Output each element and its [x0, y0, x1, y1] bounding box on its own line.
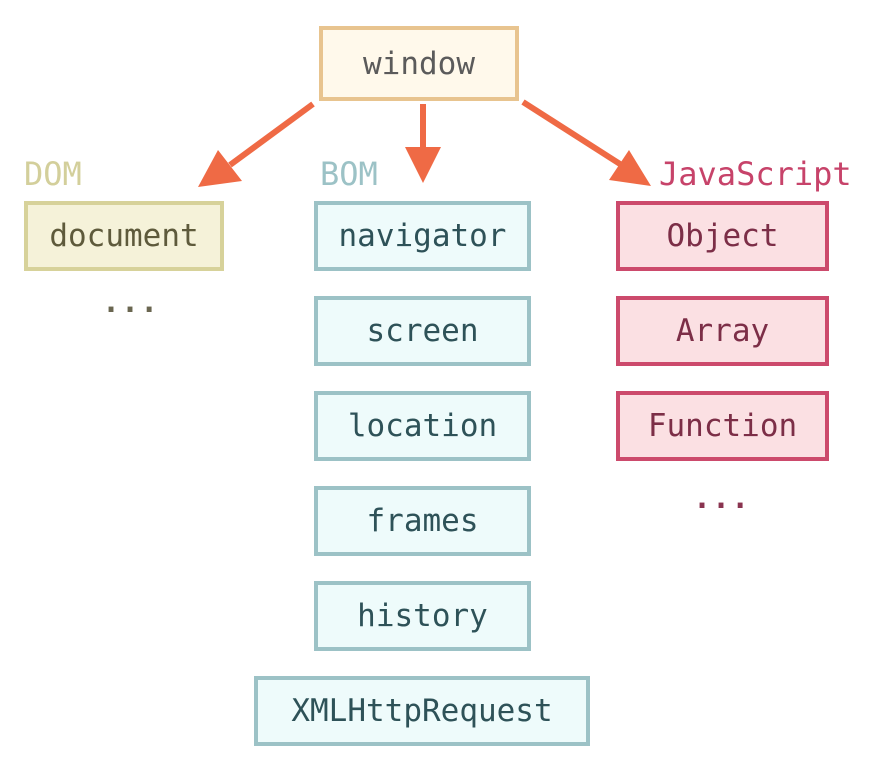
dom-more-ellipsis: ...: [102, 285, 160, 320]
bom-group-label: BOM: [320, 155, 378, 193]
arrow-to-bom: [405, 104, 441, 183]
location-node: location: [314, 391, 531, 461]
history-node: history: [314, 581, 531, 651]
window-node: window: [319, 26, 519, 101]
document-node: document: [24, 201, 224, 271]
arrow-to-dom: [198, 101, 315, 187]
xmlhttprequest-node: XMLHttpRequest: [254, 676, 590, 746]
screen-node: screen: [314, 296, 531, 366]
screen-label: screen: [366, 313, 479, 349]
function-label: Function: [647, 408, 798, 444]
history-label: history: [357, 598, 488, 634]
arrow-to-javascript: [521, 99, 651, 186]
object-node: Object: [616, 201, 829, 271]
xmlhttprequest-label: XMLHttpRequest: [291, 693, 553, 729]
javascript-more-ellipsis: ...: [693, 481, 751, 516]
function-node: Function: [616, 391, 829, 461]
navigator-node: navigator: [314, 201, 531, 271]
navigator-label: navigator: [338, 218, 507, 254]
dom-group-label: DOM: [24, 155, 82, 193]
document-label: document: [49, 218, 199, 254]
javascript-group-label: JavaScript: [659, 155, 852, 193]
window-label: window: [363, 45, 475, 82]
location-label: location: [347, 408, 498, 444]
array-node: Array: [616, 296, 829, 366]
array-label: Array: [675, 313, 770, 349]
frames-node: frames: [314, 486, 531, 556]
object-label: Object: [666, 218, 779, 254]
frames-label: frames: [366, 503, 479, 539]
